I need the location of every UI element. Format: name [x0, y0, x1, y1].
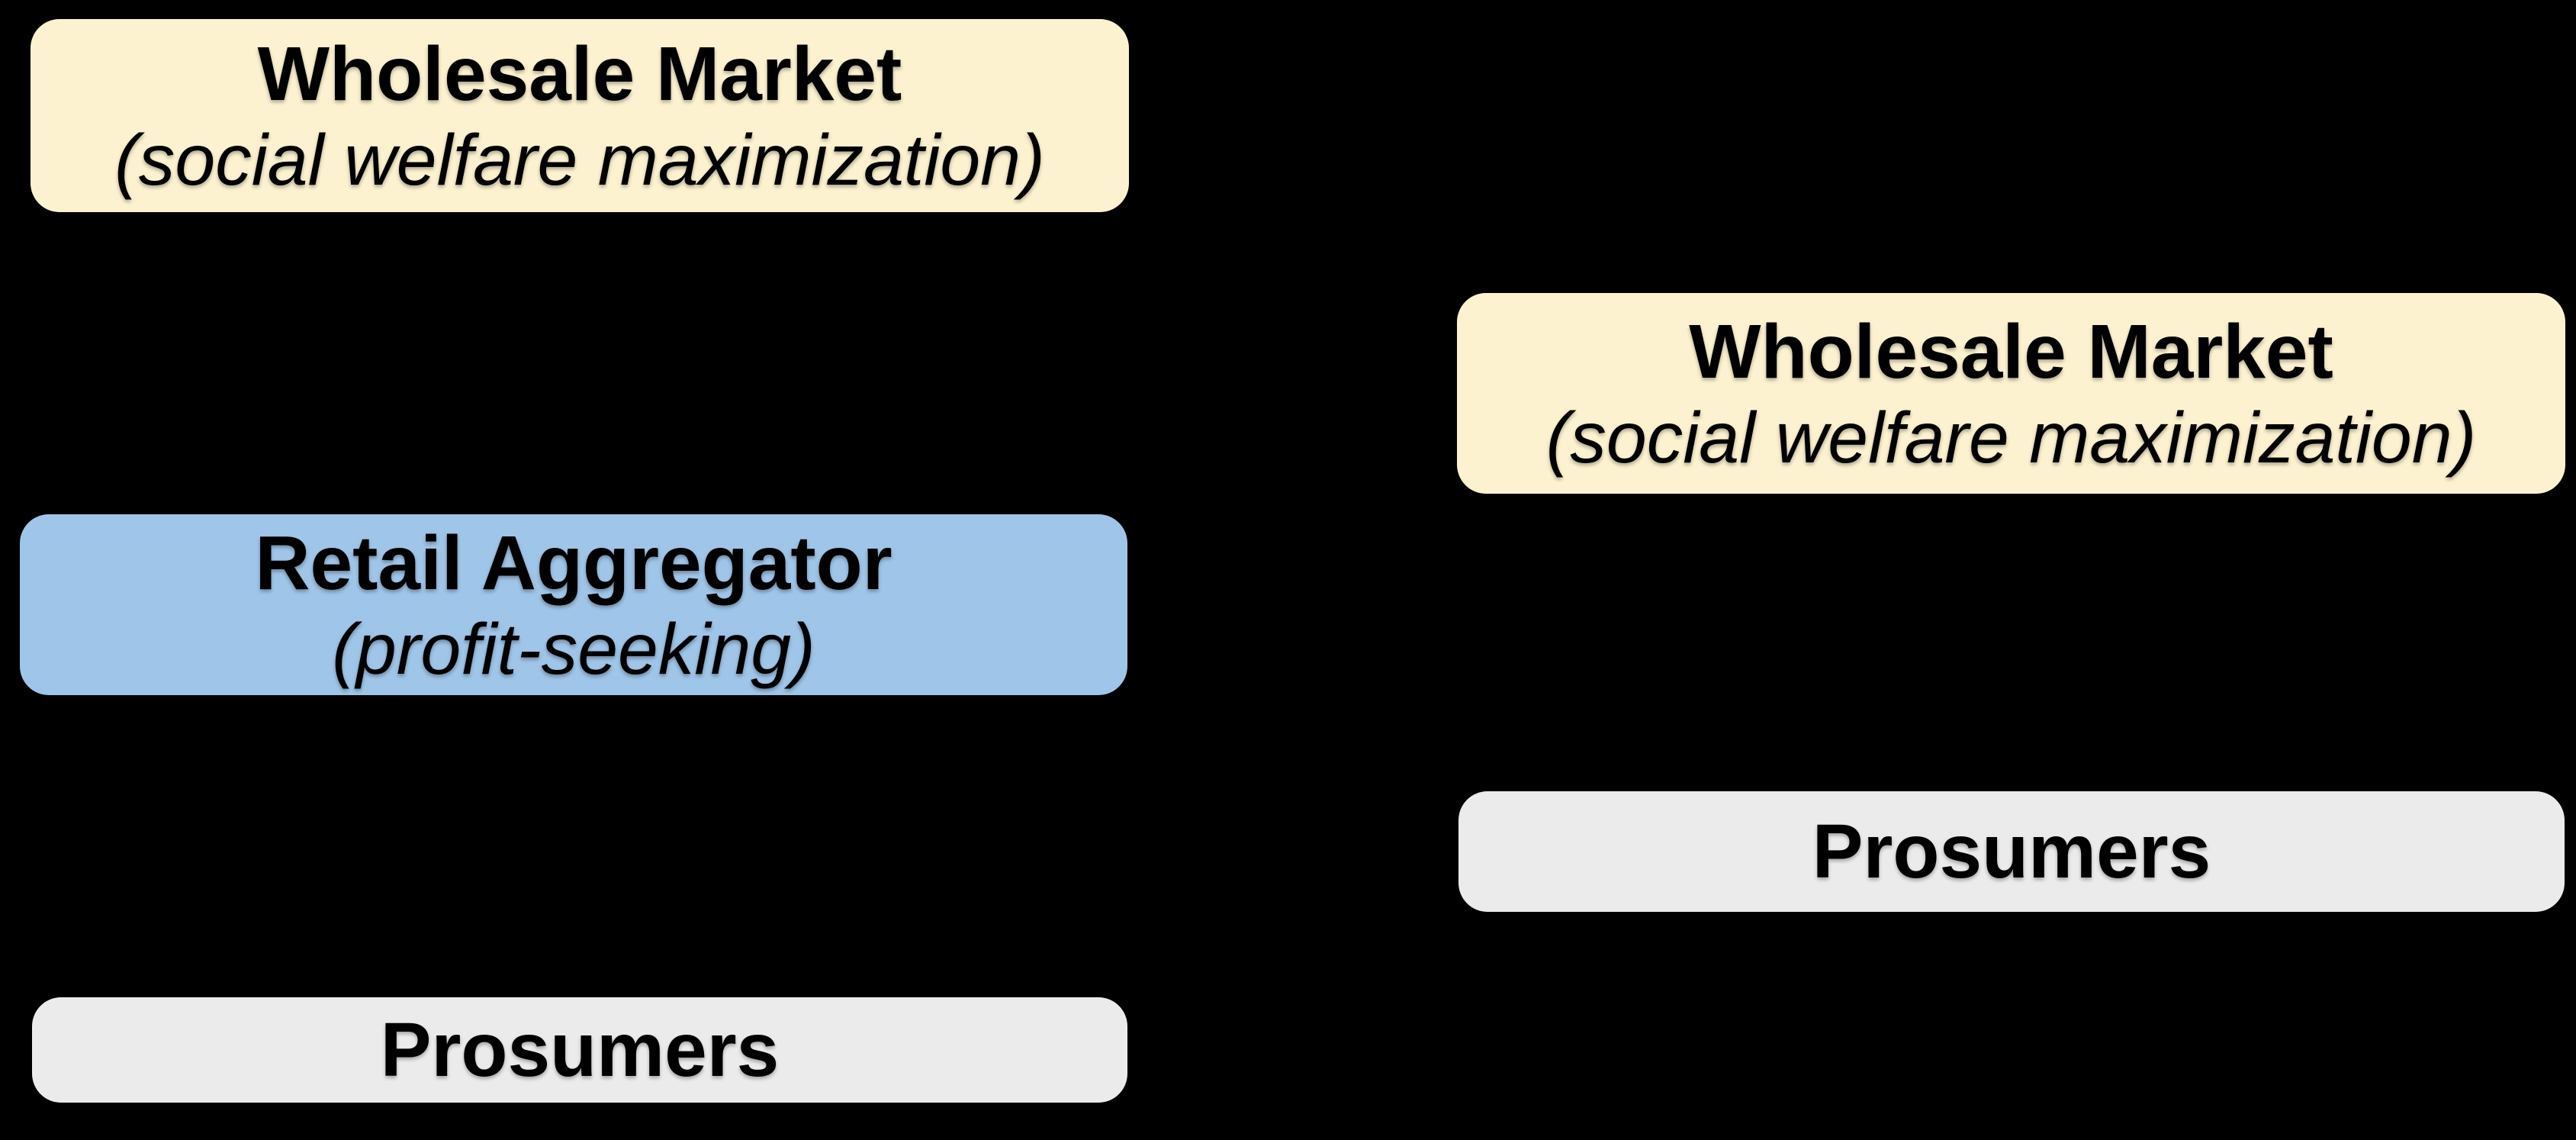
- left-wholesale-market-box: Wholesale Market (social welfare maximiz…: [31, 19, 1129, 212]
- right-wholesale-market-subtitle: (social welfare maximization): [1545, 397, 2477, 478]
- left-wholesale-market-subtitle: (social welfare maximization): [114, 119, 1045, 201]
- retail-aggregator-box: Retail Aggregator (profit-seeking): [20, 514, 1127, 695]
- retail-aggregator-title: Retail Aggregator: [255, 520, 892, 606]
- right-prosumers-title: Prosumers: [1812, 809, 2211, 894]
- retail-aggregator-subtitle: (profit-seeking): [332, 608, 815, 690]
- left-prosumers-box: Prosumers: [32, 997, 1127, 1103]
- left-prosumers-title: Prosumers: [380, 1007, 780, 1093]
- right-prosumers-box: Prosumers: [1458, 791, 2565, 912]
- left-wholesale-market-title: Wholesale Market: [257, 31, 902, 117]
- right-wholesale-market-title: Wholesale Market: [1689, 308, 2333, 394]
- right-wholesale-market-box: Wholesale Market (social welfare maximiz…: [1457, 293, 2565, 494]
